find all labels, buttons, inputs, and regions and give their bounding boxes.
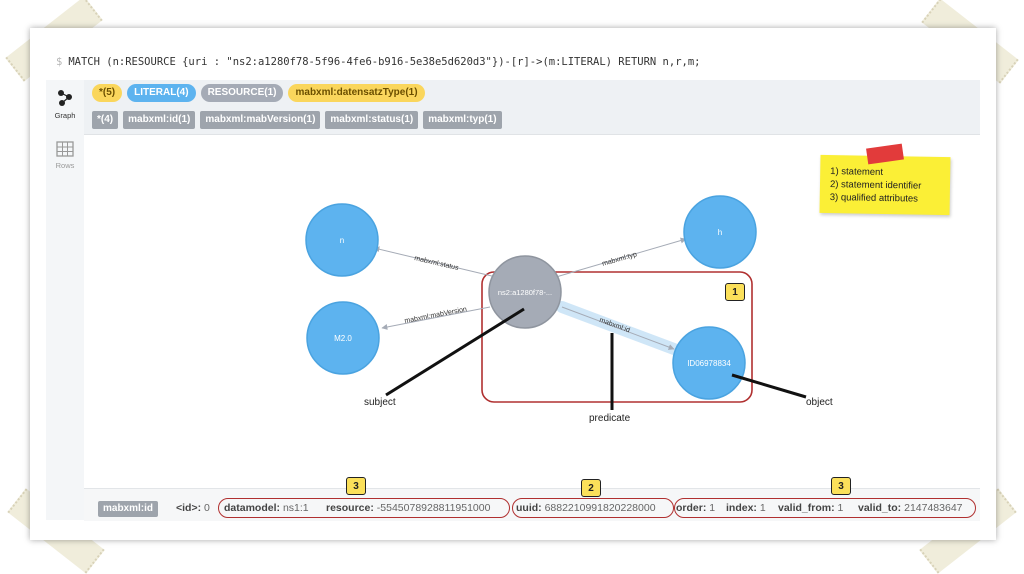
query-bar[interactable]: $ MATCH (n:RESOURCE {uri : "ns2:a1280f78-…	[56, 52, 980, 78]
node-caption-n: n	[340, 236, 344, 245]
rel-type-all[interactable]: *(4)	[92, 111, 119, 129]
inspector-type-tag[interactable]: mabxml:id	[98, 501, 159, 517]
prop-valid-from-value: 1	[837, 502, 844, 514]
prop-id-key: <id>:	[176, 502, 202, 514]
node-literal-n[interactable]	[305, 203, 379, 277]
graph-view-label: Graph	[54, 111, 76, 120]
edge-typ[interactable]	[555, 237, 687, 278]
node-caption-center: ns2:a1280f78-...	[498, 288, 552, 297]
annotation-number-3: 3	[346, 477, 366, 495]
prop-id-value: 0	[204, 502, 210, 514]
prop-resource: resource: -5545078928811951000	[326, 502, 490, 514]
rel-type-typ[interactable]: mabxml:typ(1)	[423, 111, 502, 129]
object-label: object	[806, 397, 833, 408]
node-literal-id[interactable]	[672, 326, 746, 400]
node-caption-id: ID06978834	[687, 359, 731, 368]
node-label-resource[interactable]: RESOURCE(1)	[200, 84, 284, 102]
prop-datamodel-value: ns1:1	[282, 502, 309, 514]
annotation-number-2: 2	[581, 479, 601, 497]
node-label-row: *(5) LITERAL(4) RESOURCE(1) mabxml:daten…	[92, 84, 425, 102]
statement-identifier-oval	[512, 498, 674, 518]
node-caption-h: h	[718, 228, 722, 237]
rel-type-status[interactable]: mabxml:status(1)	[325, 111, 419, 129]
node-caption-m2: M2.0	[334, 334, 352, 343]
node-label-datensatztype[interactable]: mabxml:datensatzType(1)	[288, 84, 425, 102]
prop-valid-to-value: 2147483647	[904, 502, 963, 514]
sticky-note: 1) statement 2) statement identifier 3) …	[819, 154, 951, 216]
edge-label-status: mabxml:status	[414, 255, 460, 272]
node-literal-h[interactable]	[683, 195, 757, 269]
query-text[interactable]: MATCH (n:RESOURCE {uri : "ns2:a1280f78-5…	[68, 56, 701, 68]
inspector-footer: mabxml:id <id>: 0 datamodel: ns1:1 resou…	[84, 488, 980, 521]
query-prompt: $	[56, 56, 63, 68]
annotation-number-1: 1	[725, 283, 745, 301]
sticky-line-qualified: 3) qualified attributes	[829, 192, 919, 205]
prop-valid-to: valid_to: 2147483647	[858, 502, 963, 514]
relationship-type-row: *(4) mabxml:id(1) mabxml:mabVersion(1) m…	[92, 111, 502, 129]
legend-panel: *(5) LITERAL(4) RESOURCE(1) mabxml:daten…	[84, 80, 980, 135]
qualified-attributes-oval	[674, 498, 976, 518]
subject-label: subject	[364, 397, 396, 408]
prop-valid-from: valid_from: 1	[778, 502, 843, 514]
prop-valid-from-key: valid_from:	[778, 502, 835, 514]
graph-icon	[58, 90, 72, 106]
annotation-number-3: 3	[831, 477, 851, 495]
node-resource-center[interactable]	[488, 255, 562, 329]
node-label-literal[interactable]: LITERAL(4)	[127, 84, 196, 102]
rows-view-button[interactable]: Rows	[46, 136, 84, 184]
prop-datamodel: datamodel: ns1:1	[224, 502, 309, 514]
edge-status[interactable]	[373, 246, 497, 278]
edge-id[interactable]	[561, 306, 675, 350]
prop-order-value: 1	[709, 502, 716, 514]
table-icon	[56, 141, 74, 157]
edge-label-typ: mabxml:typ	[601, 251, 637, 268]
prop-index-value: 1	[759, 502, 766, 514]
rel-type-id[interactable]: mabxml:id(1)	[123, 111, 196, 129]
subject-pointer	[385, 307, 525, 397]
prop-resource-key: resource:	[326, 502, 374, 514]
statement-box	[481, 271, 753, 403]
qualified-attributes-oval	[218, 498, 510, 518]
view-sidebar: Graph Rows	[46, 80, 85, 520]
rows-view-label: Rows	[55, 161, 75, 170]
prop-resource-value: -5545078928811951000	[376, 502, 491, 514]
graph-svg: mabxml:status mabxml:typ mabxml:mabVersi…	[305, 195, 807, 410]
graph-view-button[interactable]: Graph	[46, 84, 84, 132]
rel-type-mabversion[interactable]: mabxml:mabVersion(1)	[200, 111, 321, 129]
prop-index-key: index:	[726, 502, 757, 514]
object-pointer	[731, 373, 807, 399]
prop-valid-to-key: valid_to:	[858, 502, 902, 514]
prop-id: <id>: 0	[176, 502, 210, 514]
prop-index: index: 1	[726, 502, 766, 514]
node-literal-m2[interactable]	[306, 301, 380, 375]
prop-uuid-value: 6882210991820228000	[544, 502, 656, 514]
predicate-label: predicate	[589, 413, 631, 424]
edge-mabversion[interactable]	[381, 306, 491, 330]
graph-canvas[interactable]: mabxml:status mabxml:typ mabxml:mabVersi…	[84, 135, 980, 488]
prop-datamodel-key: datamodel:	[224, 502, 281, 514]
edge-label-mabversion: mabxml:mabVersion	[404, 306, 468, 325]
node-label-all[interactable]: *(5)	[92, 84, 123, 102]
